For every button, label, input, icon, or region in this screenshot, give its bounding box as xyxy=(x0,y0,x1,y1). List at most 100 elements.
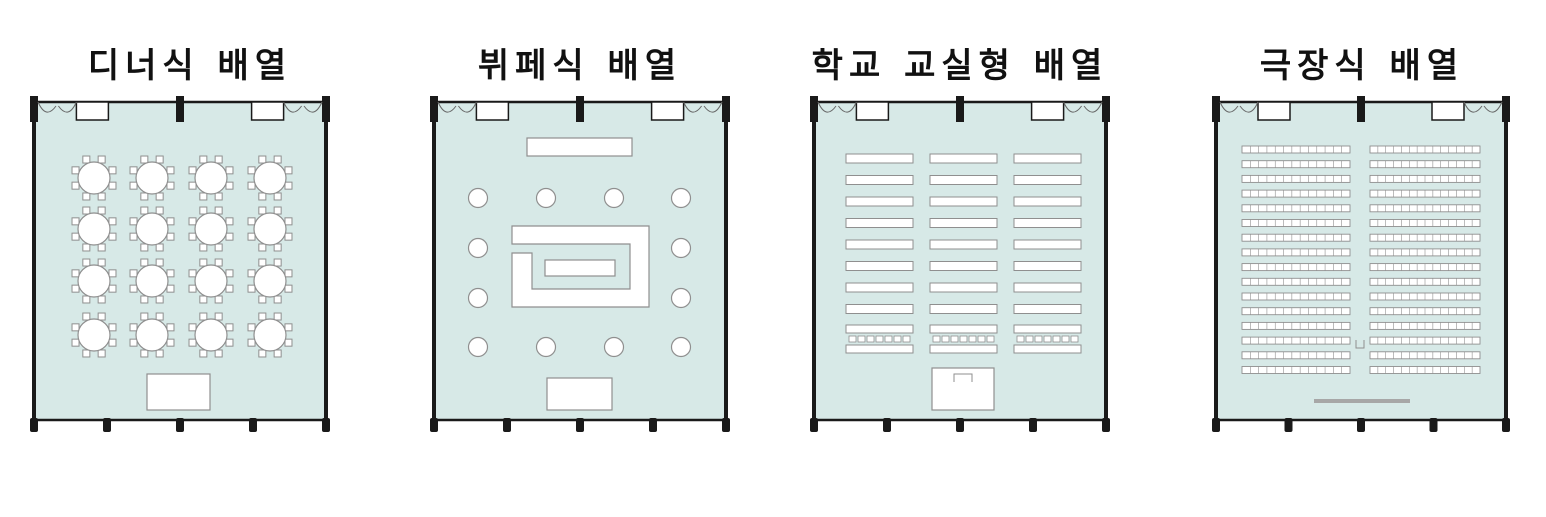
classroom-table xyxy=(845,282,914,293)
chair xyxy=(108,323,117,332)
chair xyxy=(129,323,138,332)
door-swing-icon xyxy=(57,101,77,113)
chair xyxy=(1052,335,1061,343)
floor-plan-classroom xyxy=(810,96,1110,432)
chair xyxy=(273,243,282,252)
chair xyxy=(247,217,256,226)
chair xyxy=(108,217,117,226)
chair xyxy=(129,232,138,241)
chair xyxy=(247,269,256,278)
chair xyxy=(199,192,208,201)
layout-panel-classroom: 학교 교실형 배열 xyxy=(770,0,1150,517)
cocktail-table xyxy=(603,336,625,358)
column xyxy=(430,96,438,122)
chair xyxy=(857,335,866,343)
serving-table xyxy=(526,137,633,157)
chair xyxy=(82,243,91,252)
column xyxy=(1029,418,1037,432)
chair xyxy=(247,181,256,190)
chair xyxy=(214,206,223,215)
aisle-marker-icon xyxy=(1355,340,1365,349)
cocktail-table xyxy=(670,237,692,259)
chair xyxy=(166,269,175,278)
column xyxy=(649,418,657,432)
classroom-table xyxy=(1013,239,1082,250)
chair xyxy=(247,166,256,175)
chair xyxy=(214,155,223,164)
chair xyxy=(258,312,267,321)
chair xyxy=(214,349,223,358)
classroom-table xyxy=(1013,282,1082,293)
seat-row xyxy=(1241,321,1351,330)
column xyxy=(1102,96,1110,122)
cocktail-table xyxy=(467,287,489,309)
seat-row xyxy=(1241,174,1351,183)
chair xyxy=(140,243,149,252)
seat-row xyxy=(1241,366,1351,374)
door-frame xyxy=(475,101,510,121)
chair xyxy=(188,323,197,332)
round-table xyxy=(194,212,228,246)
floor-plan-buffet xyxy=(430,96,730,432)
chair xyxy=(188,269,197,278)
chair xyxy=(1061,335,1070,343)
chair xyxy=(273,258,282,267)
classroom-table xyxy=(929,196,998,207)
layout-title-buffet: 뷔페식 배열 xyxy=(477,46,683,86)
chair xyxy=(284,338,293,347)
seat-row xyxy=(1241,160,1351,169)
door-swing-icon xyxy=(457,101,477,113)
chair xyxy=(247,284,256,293)
chair xyxy=(82,258,91,267)
classroom-table xyxy=(929,153,998,164)
cocktail-table xyxy=(670,187,692,209)
door-swing-icon xyxy=(37,101,57,113)
classroom-table xyxy=(929,344,998,354)
round-table xyxy=(77,161,111,195)
chair xyxy=(140,155,149,164)
chair xyxy=(108,338,117,347)
chair xyxy=(71,181,80,190)
column xyxy=(1429,418,1438,432)
chair xyxy=(258,349,267,358)
column xyxy=(576,418,584,432)
chair xyxy=(284,269,293,278)
classroom-table xyxy=(845,153,914,164)
column xyxy=(883,418,891,432)
chair xyxy=(214,295,223,304)
chair xyxy=(108,166,117,175)
chair xyxy=(155,206,164,215)
seat-row xyxy=(1241,263,1351,272)
seat-row xyxy=(1241,189,1351,198)
chair xyxy=(97,243,106,252)
column xyxy=(1357,96,1365,122)
column xyxy=(576,96,584,122)
column xyxy=(956,96,964,122)
column xyxy=(103,418,111,432)
chair xyxy=(214,192,223,201)
chair xyxy=(97,192,106,201)
chair xyxy=(284,284,293,293)
chair xyxy=(155,243,164,252)
door-frame xyxy=(250,101,285,121)
chair xyxy=(71,323,80,332)
column xyxy=(176,418,184,432)
chair xyxy=(166,217,175,226)
buffet-counter xyxy=(511,225,650,308)
door-swing-icon xyxy=(1239,101,1259,113)
classroom-table xyxy=(845,344,914,354)
layout-panel-theater: 극장식 배열 xyxy=(1172,0,1546,517)
seat-row xyxy=(1241,277,1351,286)
column xyxy=(249,418,257,432)
round-table xyxy=(135,318,169,352)
chair xyxy=(199,206,208,215)
chair xyxy=(258,295,267,304)
chair xyxy=(258,258,267,267)
chair xyxy=(258,155,267,164)
door-frame xyxy=(855,101,890,121)
classroom-table xyxy=(1013,218,1082,228)
chair xyxy=(247,323,256,332)
chair xyxy=(941,335,950,343)
chair xyxy=(225,338,234,347)
chair xyxy=(199,155,208,164)
